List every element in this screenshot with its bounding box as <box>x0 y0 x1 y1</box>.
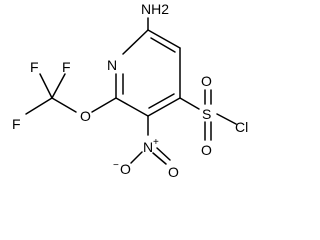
bond-c-f-left <box>25 97 53 115</box>
bond-c6-c5-inner <box>150 37 176 53</box>
chemical-structure: NH2 N O F F F S O O Cl N + O − O <box>12 1 248 180</box>
nitro-nitrogen-label: N <box>143 139 153 155</box>
bond-c-f-top-left <box>39 73 53 99</box>
nitro-positive-charge: + <box>153 137 159 148</box>
nitro-oxygen-left-label: O <box>120 161 131 177</box>
bond-c2-o <box>91 97 117 113</box>
sulfur-label: S <box>202 106 211 122</box>
bond-n-o-nitro-left <box>130 151 143 164</box>
amino-label: NH2 <box>141 1 169 17</box>
fluorine-left-label: F <box>12 116 21 132</box>
bond-n1-c6 <box>122 29 149 55</box>
bond-c6-c5 <box>147 29 181 49</box>
bond-n-o-nitro-right-b <box>156 147 171 161</box>
pyridine-ring <box>115 29 181 117</box>
bond-c3-c2 <box>115 97 149 117</box>
bond-n-o-nitro-right-a <box>152 152 167 165</box>
ether-oxygen-label: O <box>80 108 91 124</box>
fluorine-top-left-label: F <box>30 59 39 75</box>
sulfonyl-oxygen-bottom-label: O <box>201 142 212 158</box>
nitro-oxygen-right-label: O <box>168 164 179 180</box>
bond-c4-s <box>179 97 200 110</box>
chlorine-label: Cl <box>235 119 248 135</box>
bond-c4-c3-inner <box>148 93 175 109</box>
bond-c4-c3 <box>147 97 181 117</box>
bond-c-f-top-right <box>51 73 66 99</box>
nitro-negative-charge: − <box>113 160 119 171</box>
bond-s-cl <box>216 113 237 125</box>
bond-o-cf3 <box>51 97 77 113</box>
sulfonyl-oxygen-top-label: O <box>201 73 212 89</box>
fluorine-top-right-label: F <box>62 59 71 75</box>
ring-nitrogen-label: N <box>107 57 117 73</box>
